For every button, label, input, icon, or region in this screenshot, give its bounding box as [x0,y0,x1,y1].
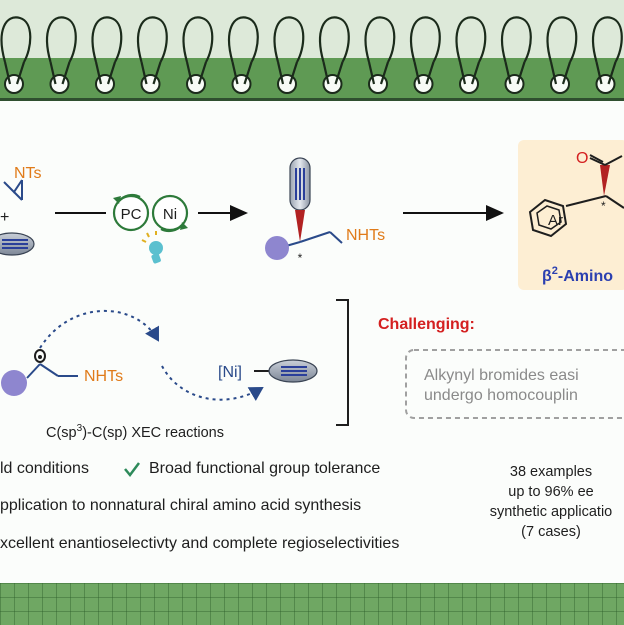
reactant-nts-label: NTs [14,165,42,182]
challenging-line1: Alkynyl bromides easi [424,367,579,384]
spiral-ring [91,16,123,94]
dashed-arrow-top [39,309,159,349]
target-title: β2-Amino [542,265,613,285]
spiral-ring [182,16,214,94]
alkynyl-pill-reagent [0,232,35,256]
challenging-line2: undergo homocouplin [424,387,578,404]
radical-intermediate: NHTs [1,349,123,396]
spiral-ring [273,16,305,94]
photo-catalyst-icon: PC [112,193,150,232]
stats-cases: (7 cases) [521,524,581,540]
spiral-ring [364,16,396,94]
nickel-label: [Ni] [218,364,242,381]
product-stereo-mark: * [298,251,303,265]
feature-application: pplication to nonnatural chiral amino ac… [0,497,362,514]
target-stereo-mark: * [601,199,606,213]
feature-functional-group: Broad functional group tolerance [149,460,381,477]
stats-examples: 38 examples [509,464,593,480]
notebook-bottom-band [0,583,624,625]
check-icon [124,462,140,478]
stats-applications: synthetic applicatio [489,504,613,520]
ni-label: Ni [163,206,177,223]
notebook-spiral [0,16,623,94]
nickel-catalyst-icon: Ni [151,194,189,233]
spiral-ring [592,16,623,94]
product-nhts-label: NHTs [346,227,385,244]
aryl-label: Ar [548,212,563,229]
wedge-bond [295,210,305,242]
spiral-ring [228,16,259,94]
spiral-ring [410,16,441,94]
dashed-arrow-bottom [161,365,264,402]
target-structure: Ar O * [528,150,624,238]
spiral-ring [137,16,168,94]
feature-selectivity: xcellent enantioselectivty and complete … [0,535,400,552]
feature-mild-conditions: ld conditions [0,460,89,477]
plus-sign: + [0,209,9,226]
intermediate-nhts-label: NHTs [84,368,123,385]
spiral-ring [46,16,77,94]
target-box [518,140,624,290]
spiral-ring [319,16,350,94]
aziridine-reactant: NTs [3,165,42,201]
spiral-ring [0,16,32,94]
xec-caption: C(sp3)-C(sp) XEC reactions [46,423,224,441]
stats-ee: up to 96% ee [508,484,594,500]
oxygen-label: O [576,150,588,167]
light-bulb-icon [141,231,163,264]
stats-block: 38 examples up to 96% ee synthetic appli… [478,462,624,542]
challenging-title: Challenging: [378,316,475,333]
spiral-ring [501,16,532,94]
product-structure: * NHTs [265,157,385,265]
spiral-ring [455,16,487,94]
pc-label: PC [121,206,142,223]
spiral-ring [546,16,578,94]
bracket [336,299,349,426]
challenging-box [405,349,624,419]
alkynyl-pill-nickel [268,359,318,383]
substituent-ball [265,236,289,260]
